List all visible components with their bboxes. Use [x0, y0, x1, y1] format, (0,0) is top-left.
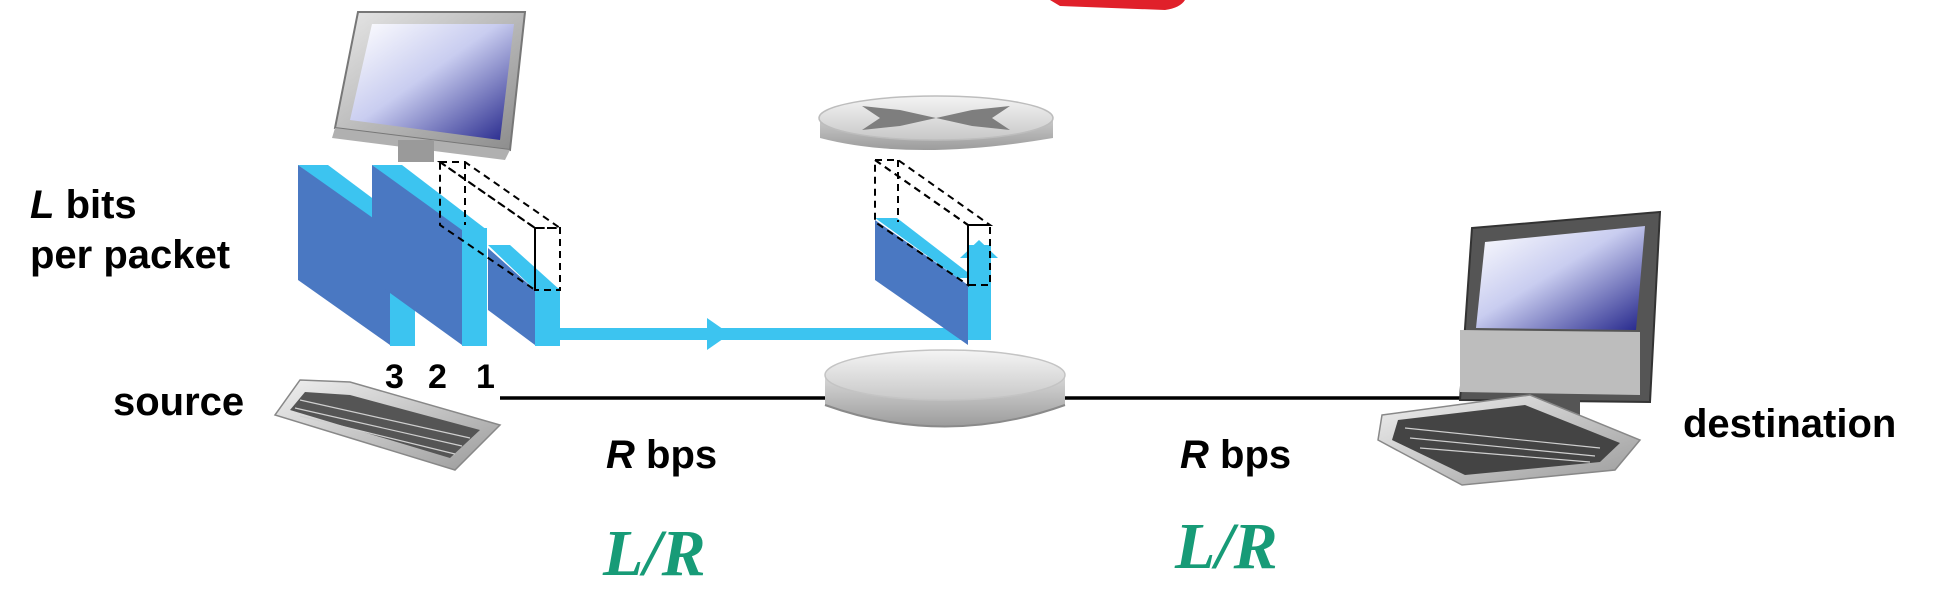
flow-arrow — [556, 240, 998, 350]
source-keyboard-icon — [273, 379, 502, 471]
packet-size-label: L bits — [30, 183, 137, 227]
source-label: source — [113, 380, 244, 424]
packet-1 — [436, 160, 564, 346]
packet-size-label-line2: per packet — [30, 233, 230, 277]
packet-number-2: 2 — [428, 358, 447, 396]
router-icon — [818, 95, 1054, 150]
source-packets — [298, 160, 564, 346]
link1-rate-label: R bps — [606, 433, 717, 477]
packet-number-3: 3 — [385, 358, 404, 396]
router-packet — [871, 158, 994, 345]
destination-keyboard-icon — [1377, 394, 1642, 486]
router-switch-icon — [824, 349, 1066, 428]
title-banner-edge — [1050, 0, 1185, 10]
link2-delay-label: L/R — [1174, 510, 1278, 583]
source-computer-icon — [273, 11, 527, 471]
link1-delay-label: L/R — [602, 517, 706, 590]
destination-computer-icon — [1377, 210, 1662, 486]
link2-rate-label: R bps — [1180, 433, 1291, 477]
packet-number-1: 1 — [476, 358, 495, 396]
packet-2 — [372, 165, 487, 346]
destination-label: destination — [1683, 402, 1896, 446]
